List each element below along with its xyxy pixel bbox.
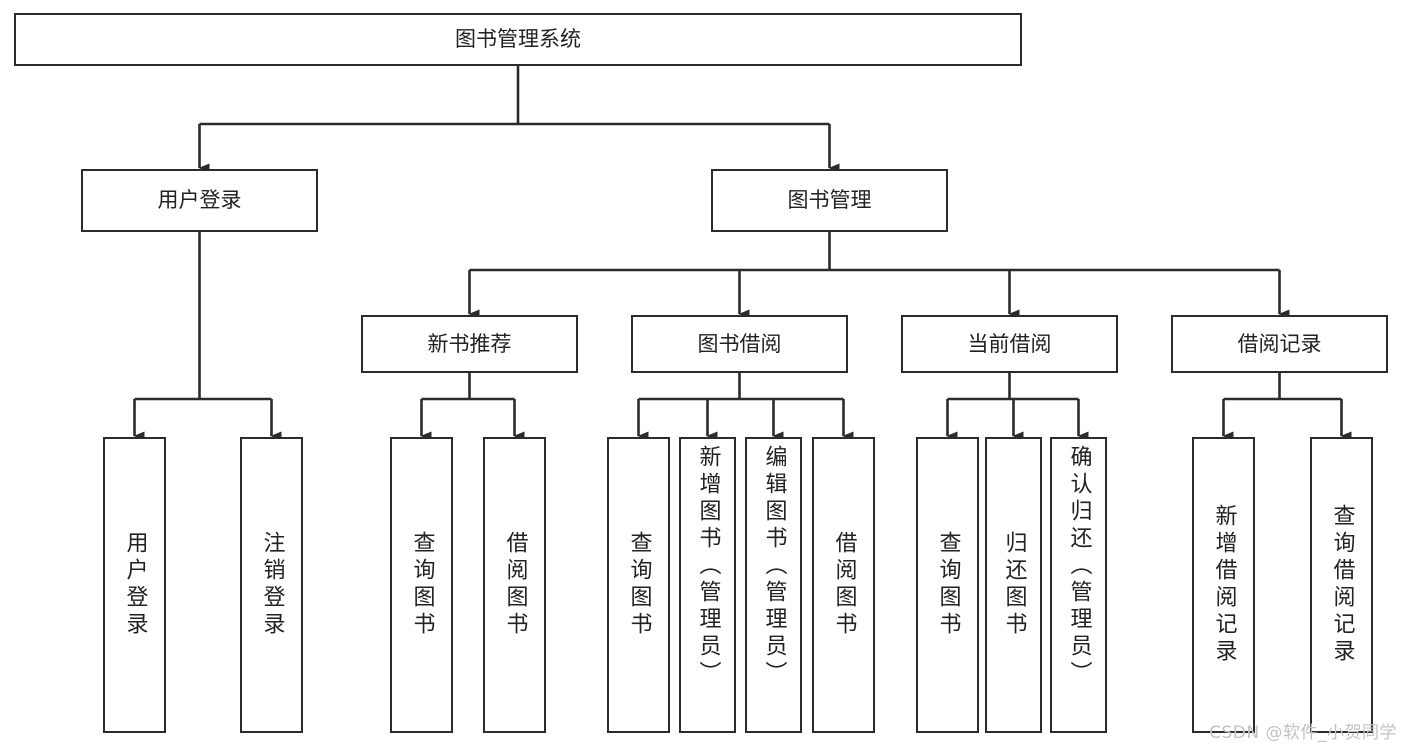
node-label: 图书管理系统	[455, 27, 581, 52]
node-l7[interactable]: 编辑图书（管理员）	[745, 437, 802, 733]
node-borrow[interactable]: 图书借阅	[631, 315, 848, 373]
node-l9[interactable]: 查询图书	[916, 437, 979, 733]
node-label: 新增图书（管理员）	[695, 445, 721, 688]
node-label: 借阅图书	[502, 531, 528, 639]
node-label: 确认归还（管理员）	[1066, 445, 1092, 688]
node-l12[interactable]: 新增借阅记录	[1192, 437, 1255, 733]
node-label: 归还图书	[1001, 531, 1027, 639]
node-root[interactable]: 图书管理系统	[14, 13, 1022, 66]
node-bookmgmt[interactable]: 图书管理	[711, 169, 948, 232]
node-label: 查询借阅记录	[1329, 504, 1355, 666]
node-label: 新增借阅记录	[1211, 504, 1237, 666]
csdn-watermark: CSDN @软件_小贺同学	[1209, 723, 1397, 743]
node-label: 图书借阅	[697, 331, 782, 356]
node-label: 当前借阅	[967, 331, 1052, 356]
node-label: 借阅图书	[831, 531, 857, 639]
node-l3[interactable]: 查询图书	[390, 437, 453, 733]
node-records[interactable]: 借阅记录	[1171, 315, 1388, 373]
node-label: 查询图书	[935, 531, 961, 639]
node-label: 查询图书	[409, 531, 435, 639]
node-l1[interactable]: 用户登录	[103, 437, 166, 733]
node-label: 借阅记录	[1237, 331, 1322, 356]
node-label: 用户登录	[122, 531, 148, 639]
node-l6[interactable]: 新增图书（管理员）	[679, 437, 736, 733]
node-newbook[interactable]: 新书推荐	[361, 315, 578, 373]
node-login[interactable]: 用户登录	[81, 169, 318, 232]
node-l10[interactable]: 归还图书	[985, 437, 1042, 733]
node-l11[interactable]: 确认归还（管理员）	[1050, 437, 1107, 733]
node-l13[interactable]: 查询借阅记录	[1310, 437, 1373, 733]
node-l8[interactable]: 借阅图书	[812, 437, 875, 733]
node-label: 注销登录	[259, 531, 285, 639]
node-label: 用户登录	[157, 188, 242, 213]
node-current[interactable]: 当前借阅	[901, 315, 1118, 373]
node-l4[interactable]: 借阅图书	[483, 437, 546, 733]
node-l2[interactable]: 注销登录	[240, 437, 303, 733]
node-label: 图书管理	[787, 188, 872, 213]
node-label: 新书推荐	[427, 331, 512, 356]
node-label: 查询图书	[626, 531, 652, 639]
node-l5[interactable]: 查询图书	[607, 437, 670, 733]
node-label: 编辑图书（管理员）	[761, 445, 787, 688]
